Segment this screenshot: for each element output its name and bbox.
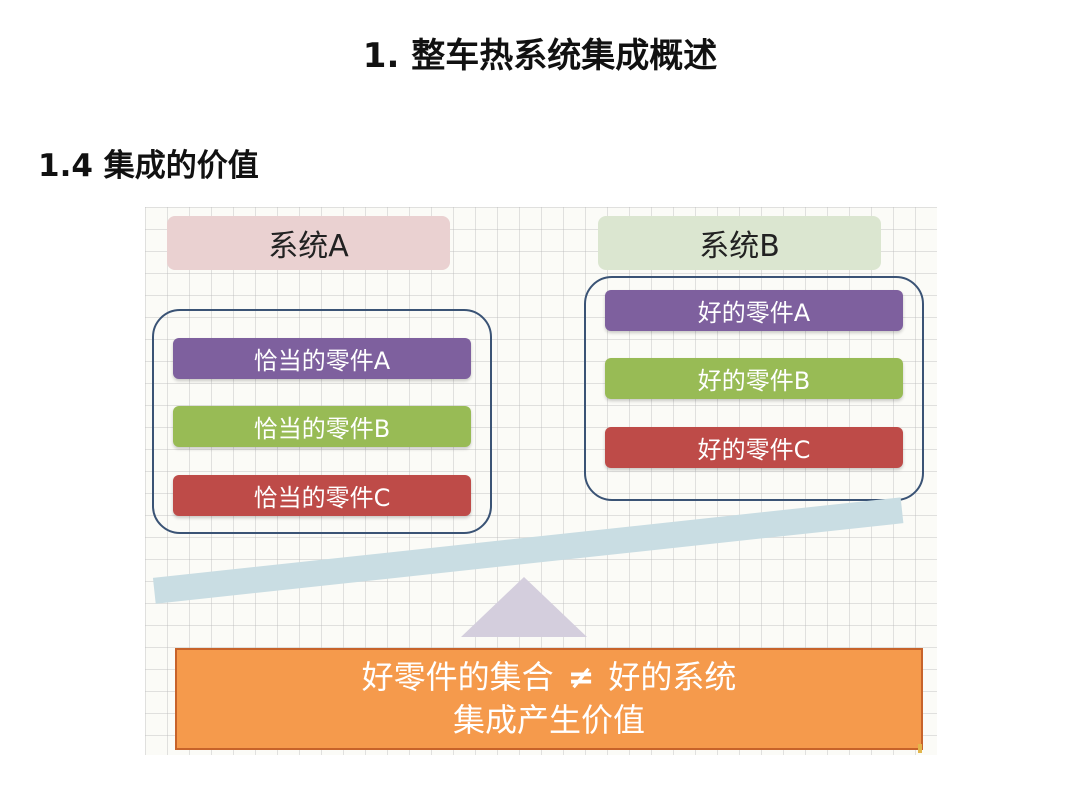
system-b-part-b: 好的零件B xyxy=(605,358,903,399)
system-a-parts-group: 恰当的零件A 恰当的零件B 恰当的零件C xyxy=(152,309,492,534)
system-b-parts-group: 好的零件A 好的零件B 好的零件C xyxy=(584,276,924,501)
section-subtitle: 1.4 集成的价值 xyxy=(38,148,259,184)
not-equal-symbol: ≠ xyxy=(567,658,595,696)
balance-pivot xyxy=(461,577,587,637)
system-b-part-c: 好的零件C xyxy=(605,427,903,468)
conclusion-line-1: 好零件的集合 ≠ 好的系统 xyxy=(362,656,737,699)
system-a-header: 系统A xyxy=(167,216,450,270)
system-a-part-a: 恰当的零件A xyxy=(173,338,471,379)
conclusion-right-text: 好的系统 xyxy=(608,658,737,696)
system-b-part-a: 好的零件A xyxy=(605,290,903,331)
system-a-part-c: 恰当的零件C xyxy=(173,475,471,516)
system-a-part-b: 恰当的零件B xyxy=(173,406,471,447)
corner-mark xyxy=(918,744,922,753)
conclusion-line-2: 集成产生价值 xyxy=(452,701,645,739)
conclusion-left-text: 好零件的集合 xyxy=(361,658,554,696)
system-b-header: 系统B xyxy=(598,216,881,270)
balance-diagram: 系统A 系统B 恰当的零件A 恰当的零件B 恰当的零件C 好的零件A 好的零件B… xyxy=(145,207,937,755)
page-title: 1. 整车热系统集成概述 xyxy=(362,36,718,76)
conclusion-box: 好零件的集合 ≠ 好的系统 集成产生价值 xyxy=(175,648,923,750)
